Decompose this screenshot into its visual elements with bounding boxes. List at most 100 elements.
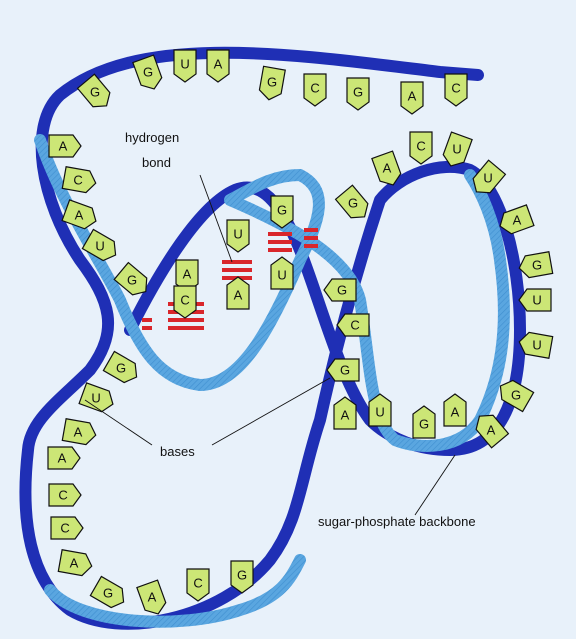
- base-shape: [270, 256, 294, 290]
- base-shape: [518, 288, 552, 312]
- base-a: A: [48, 134, 82, 158]
- hydrogen-bond-label-line2: bond: [142, 155, 171, 170]
- base-shape: [78, 382, 114, 413]
- base-u: U: [518, 288, 552, 312]
- base-shape: [333, 396, 357, 430]
- base-letter: G: [337, 283, 347, 298]
- base-u: U: [472, 159, 507, 194]
- base-letter: U: [277, 268, 286, 283]
- base-g: G: [113, 261, 148, 296]
- base-a: A: [475, 414, 510, 449]
- base-u: U: [270, 256, 294, 290]
- base-shape: [48, 483, 82, 507]
- base-g: G: [258, 65, 286, 101]
- base-shape: [186, 568, 210, 602]
- backbone-pointer: [414, 454, 456, 516]
- base-shape: [472, 159, 507, 194]
- base-g: G: [518, 251, 554, 279]
- base-c: C: [173, 285, 197, 319]
- base-shape: [102, 350, 138, 384]
- base-shape: [400, 81, 424, 115]
- base-g: G: [346, 77, 370, 111]
- base-letter: G: [127, 273, 137, 288]
- base-shape: [303, 73, 327, 107]
- base-shape: [61, 418, 97, 446]
- backbone-label: sugar-phosphate backbone: [318, 514, 476, 529]
- base-shape: [48, 134, 82, 158]
- base-g: G: [89, 575, 125, 609]
- base-g: G: [499, 379, 535, 413]
- base-shape: [226, 276, 250, 310]
- bases-label: bases: [160, 444, 195, 459]
- base-u: U: [226, 219, 250, 253]
- base-u: U: [368, 393, 392, 427]
- base-shape: [442, 131, 473, 167]
- base-letter: A: [148, 590, 157, 605]
- base-shape: [499, 379, 535, 413]
- hydrogen-bond-pointer: [199, 174, 233, 263]
- base-letter: U: [233, 227, 242, 242]
- base-a: A: [499, 204, 535, 235]
- base-letter: G: [511, 388, 521, 403]
- base-letter: C: [193, 576, 202, 591]
- base-shape: [346, 77, 370, 111]
- base-letter: U: [375, 405, 384, 420]
- base-a: A: [47, 446, 81, 470]
- base-shape: [444, 73, 468, 107]
- base-shape: [113, 261, 148, 296]
- base-letter: U: [532, 338, 541, 353]
- base-shape: [499, 204, 535, 235]
- base-letter: A: [513, 213, 522, 228]
- base-letter: C: [73, 173, 82, 188]
- base-shape: [81, 228, 117, 262]
- bases-pointer-left: [84, 399, 153, 446]
- base-g: G: [334, 184, 369, 219]
- bases-pointer-right: [211, 377, 331, 446]
- base-shape: [61, 166, 97, 194]
- base-shape: [132, 54, 163, 90]
- base-letter: U: [91, 391, 100, 406]
- base-letter: C: [58, 488, 67, 503]
- base-letter: A: [74, 425, 83, 440]
- base-g: G: [132, 54, 163, 90]
- base-a: A: [371, 150, 402, 186]
- base-c: C: [303, 73, 327, 107]
- base-a: A: [136, 579, 167, 615]
- base-letter: C: [451, 81, 460, 96]
- base-a: A: [61, 418, 97, 446]
- base-letter: G: [103, 586, 113, 601]
- base-g: G: [412, 405, 436, 439]
- base-letter: G: [90, 85, 100, 100]
- backbone-light: [34, 134, 510, 628]
- base-c: C: [409, 131, 433, 165]
- base-g: G: [326, 358, 360, 382]
- base-letter: A: [59, 139, 68, 154]
- base-shape: [326, 358, 360, 382]
- base-shape: [230, 560, 254, 594]
- base-shape: [443, 393, 467, 427]
- base-shape: [57, 549, 93, 577]
- base-letter: G: [419, 417, 429, 432]
- base-letter: G: [277, 203, 287, 218]
- base-letter: U: [483, 171, 492, 186]
- base-c: C: [48, 483, 82, 507]
- base-c: C: [444, 73, 468, 107]
- base-shape: [89, 575, 125, 609]
- base-letter: G: [237, 568, 247, 583]
- base-letter: A: [70, 556, 79, 571]
- base-u: U: [78, 382, 114, 413]
- base-shape: [371, 150, 402, 186]
- base-shape: [136, 579, 167, 615]
- base-letter: A: [408, 89, 417, 104]
- backbone-dark: [19, 46, 526, 630]
- base-letter: A: [383, 161, 392, 176]
- base-letter: U: [95, 239, 104, 254]
- base-letter: A: [214, 57, 223, 72]
- base-g: G: [102, 350, 138, 384]
- base-shape: [368, 393, 392, 427]
- base-a: A: [206, 49, 230, 83]
- base-shape: [50, 516, 84, 540]
- base-shape: [518, 331, 554, 359]
- base-shape: [173, 285, 197, 319]
- base-letter: U: [452, 142, 461, 157]
